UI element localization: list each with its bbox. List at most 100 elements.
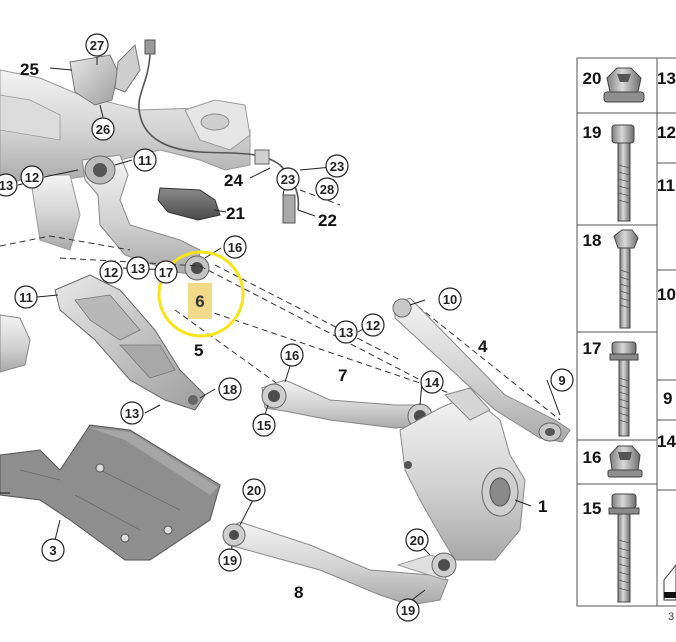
svg-text:23: 23	[281, 172, 295, 187]
svg-text:12: 12	[366, 318, 380, 333]
panel-cell-16: 16	[576, 439, 658, 485]
upper-control-arm	[81, 154, 210, 281]
callout-14: 14	[420, 370, 444, 394]
panel-cell-17: 17	[576, 331, 658, 441]
svg-text:13: 13	[0, 178, 13, 193]
svg-text:1: 1	[538, 497, 547, 516]
panel-cell-9: 9	[656, 379, 676, 421]
svg-text:17: 17	[583, 339, 602, 358]
svg-text:15: 15	[257, 418, 271, 433]
callout-19b: 19	[396, 598, 420, 622]
sensor-clip	[144, 39, 296, 224]
svg-text:13: 13	[339, 325, 353, 340]
svg-text:14: 14	[425, 375, 440, 390]
callout-13: 13	[0, 173, 18, 197]
control-arm-7	[261, 379, 433, 429]
callout-13b: 13	[126, 256, 150, 280]
svg-text:9: 9	[558, 373, 565, 388]
nut-icon	[603, 67, 645, 103]
callouts-bold: 25 24 22 21 5 4 7 1 8	[20, 60, 547, 602]
part-6-label-bg	[188, 283, 212, 319]
callout-16b: 16	[280, 343, 304, 367]
callout-12c: 12	[361, 313, 385, 337]
svg-text:3: 3	[668, 611, 674, 623]
svg-text:20: 20	[410, 533, 424, 548]
panel-cell-18: 18	[576, 224, 658, 333]
svg-text:16: 16	[583, 448, 602, 467]
svg-text:11: 11	[657, 176, 675, 195]
callout-19a: 19	[218, 548, 242, 572]
svg-text:19: 19	[583, 123, 602, 142]
panel-cell-14: 14	[656, 419, 676, 491]
callout-12: 12	[20, 165, 44, 189]
underbody-shield	[0, 424, 221, 561]
svg-text:20: 20	[583, 69, 602, 88]
svg-text:25: 25	[20, 60, 39, 79]
panel-cell-12: 12	[656, 112, 676, 164]
svg-text:9: 9	[663, 389, 672, 408]
svg-text:12: 12	[25, 170, 39, 185]
callout-23a: 23	[325, 154, 349, 178]
svg-text:18: 18	[583, 231, 602, 250]
panel-cell-19: 19	[576, 112, 658, 226]
callout-27: 27	[85, 33, 109, 57]
panel-cell-10: 10	[656, 269, 676, 381]
svg-text:5: 5	[194, 341, 203, 360]
svg-text:10: 10	[443, 292, 457, 307]
svg-text:23: 23	[330, 159, 344, 174]
callout-12b: 12	[99, 260, 123, 284]
svg-text:3: 3	[49, 543, 56, 558]
svg-text:17: 17	[159, 265, 173, 280]
bolt-icon	[611, 124, 635, 222]
rear-subframe	[0, 69, 251, 251]
svg-text:15: 15	[583, 499, 602, 518]
svg-text:7: 7	[338, 366, 347, 385]
svg-text:8: 8	[294, 583, 303, 602]
callout-11: 11	[133, 148, 157, 172]
svg-text:10: 10	[657, 285, 676, 304]
callout-20a: 20	[242, 478, 266, 502]
callout-26: 26	[91, 117, 115, 141]
mount-left	[0, 314, 31, 373]
svg-text:19: 19	[223, 553, 237, 568]
svg-text:26: 26	[96, 122, 110, 137]
svg-text:27: 27	[90, 38, 104, 53]
panel-cell-15: 15	[576, 483, 658, 607]
svg-text:14: 14	[657, 432, 676, 451]
wheel-carrier-1	[399, 387, 526, 561]
svg-text:24: 24	[224, 171, 243, 190]
svg-text:21: 21	[226, 204, 245, 223]
svg-text:22: 22	[318, 211, 337, 230]
svg-text:12: 12	[657, 123, 676, 142]
svg-text:13: 13	[131, 261, 145, 276]
panel-cell-footer: 3	[656, 489, 676, 623]
callout-23b: 23	[276, 167, 300, 191]
svg-text:28: 28	[320, 182, 334, 197]
callout-15: 15	[252, 413, 276, 437]
panel-cell-20: 20	[576, 57, 658, 114]
panel-cell-13: 13	[656, 57, 676, 114]
parts-panel: 20 19 18	[576, 57, 676, 623]
callout-20b: 20	[405, 528, 429, 552]
lower-arm-8	[222, 521, 457, 606]
callout-11b: 11	[14, 285, 38, 309]
trailing-arm-10	[392, 297, 571, 443]
dark-bracket-21	[157, 187, 221, 221]
callout-16a: 16	[223, 235, 247, 259]
part-6-label: 6	[195, 292, 204, 311]
trailing-plate-5	[54, 274, 206, 411]
callout-17: 17	[154, 260, 178, 284]
svg-text:13: 13	[657, 69, 676, 88]
svg-text:18: 18	[223, 382, 237, 397]
nut-icon	[607, 445, 643, 478]
callout-13d: 13	[334, 320, 358, 344]
svg-text:16: 16	[285, 348, 299, 363]
svg-text:19: 19	[401, 603, 415, 618]
svg-text:4: 4	[478, 337, 488, 356]
svg-text:13: 13	[125, 406, 139, 421]
callout-13c: 13	[120, 401, 144, 425]
callouts-circled: 27 26 11 12 13 23 23 28 16 13 12 17 11 1…	[0, 33, 574, 622]
panel-cell-11: 11	[656, 162, 676, 271]
svg-text:16: 16	[228, 240, 242, 255]
